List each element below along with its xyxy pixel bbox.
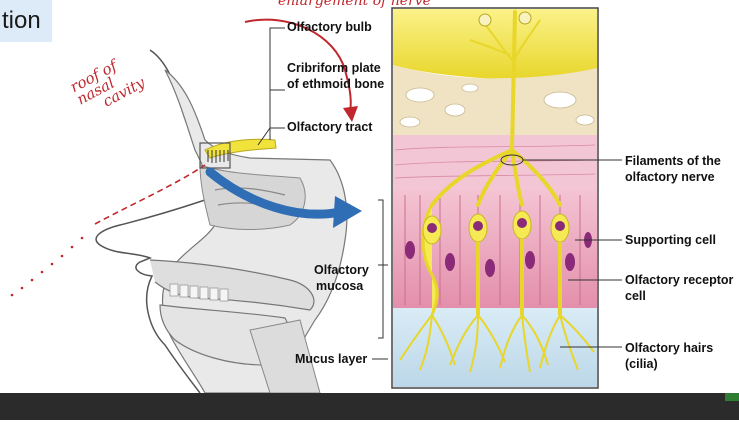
red-dashed-line	[94, 164, 206, 225]
cilia	[399, 314, 595, 373]
bone-region	[393, 65, 597, 135]
label-hairs-1: Olfactory hairs	[625, 341, 714, 355]
label-olfactory-tract: Olfactory tract	[287, 120, 373, 134]
page-heading-fragment: tion	[0, 0, 52, 42]
label-mucosa-2: mucosa	[316, 279, 364, 293]
enlarged-panel	[391, 7, 599, 389]
blue-arrow	[205, 167, 345, 219]
nerve-filaments	[430, 10, 562, 207]
annotation-enlargement: enlargement of nerve	[278, 0, 431, 9]
bulb-region	[393, 9, 597, 80]
label-mucosa-1: Olfactory	[314, 263, 369, 277]
blue-arrow-head	[333, 196, 362, 228]
label-cribriform-1: Cribriform plate	[287, 61, 381, 75]
bottom-accent-indicator	[725, 393, 739, 401]
label-filaments-2: olfactory nerve	[625, 170, 715, 184]
label-receptor-2: cell	[625, 289, 646, 303]
red-curve-arrow	[244, 18, 352, 113]
magnify-box	[199, 142, 231, 169]
label-filaments-1: Filaments of the	[625, 154, 721, 168]
label-receptor-1: Olfactory receptor	[625, 273, 734, 287]
supporting-nuclei	[405, 232, 592, 277]
label-olfactory-bulb: Olfactory bulb	[287, 20, 372, 34]
right-leaders	[523, 159, 622, 348]
head-illustration	[95, 49, 348, 394]
bottom-toolbar	[0, 393, 739, 420]
dotted-trail	[10, 236, 84, 297]
label-supporting-cell: Supporting cell	[625, 233, 716, 247]
label-mucus-layer: Mucus layer	[295, 352, 368, 366]
left-leaders	[257, 27, 388, 360]
label-cribriform-2: of ethmoid bone	[287, 77, 385, 91]
label-hairs-2: (cilia)	[625, 357, 658, 371]
receptor-cells	[421, 204, 570, 316]
